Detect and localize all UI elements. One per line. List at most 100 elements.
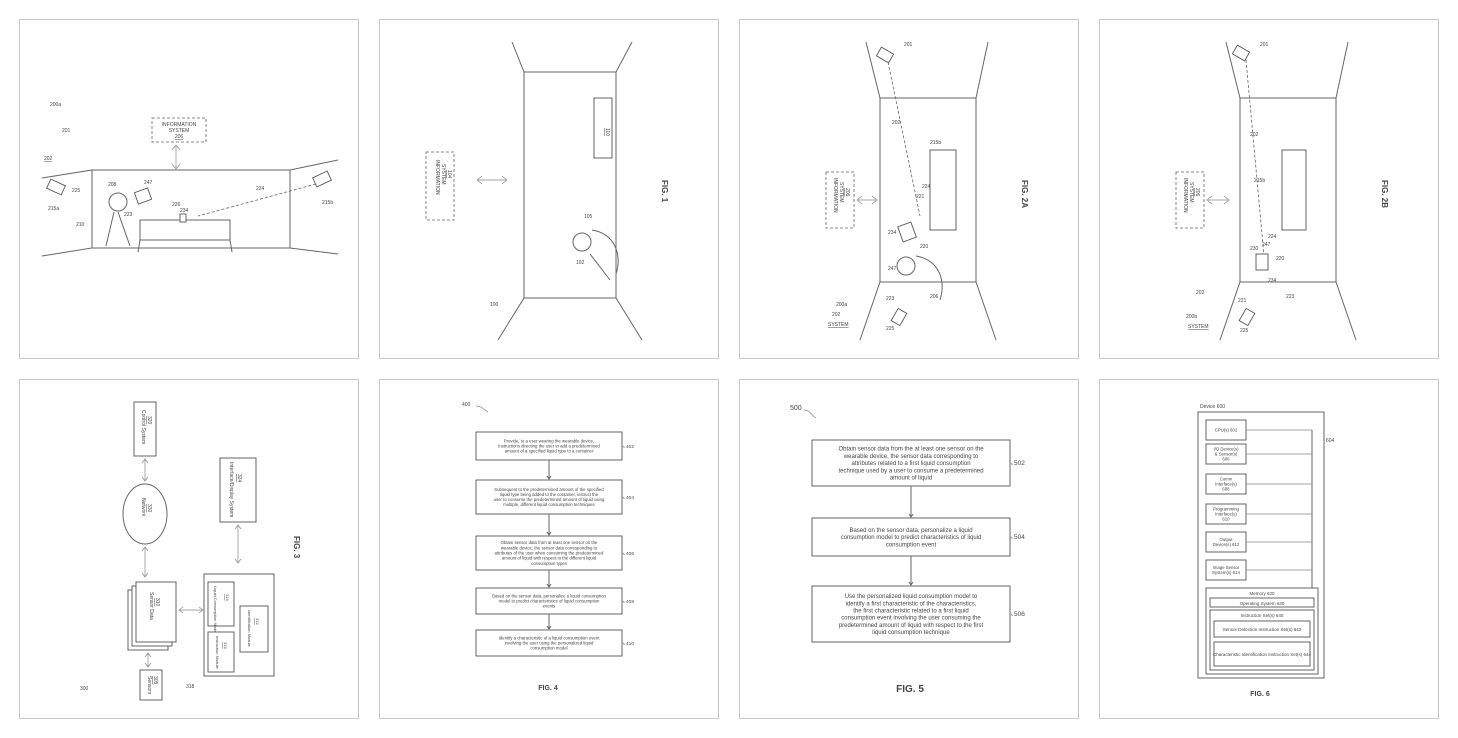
label-221: 215b: [930, 140, 941, 146]
person-body-shape: [915, 255, 943, 301]
figure-label: FIG. 6: [1250, 691, 1270, 698]
camera-right-icon: [312, 170, 332, 188]
liquid-model-label: Liquid Consumption Model: [213, 586, 218, 633]
sensors-box: [139, 669, 163, 701]
label-225: 225: [72, 188, 81, 194]
label-234: 224: [922, 184, 931, 190]
label-210: 223: [1286, 294, 1295, 300]
person-head-shape: [108, 192, 128, 212]
instruction-sets-label: Instruction Set(s) 640: [1241, 613, 1284, 618]
label-225: 223: [886, 296, 895, 302]
ref-label: 200a: [50, 102, 61, 108]
figure-label: FIG. 4: [538, 685, 558, 692]
thumbnail-fig-1[interactable]: 110 INFORMATION SYSTEM 104 105 102 100 F…: [379, 19, 719, 359]
label-221: 220: [1276, 256, 1285, 262]
bidirectional-arrow-icon: [171, 144, 181, 170]
label-223: 223: [124, 212, 133, 218]
label-220: 221: [916, 194, 925, 200]
info-label-1: INFORMATION: [832, 178, 838, 213]
flow-step-text: Subsequent to the predetermined amount o…: [494, 487, 605, 507]
room-back-wall: [523, 71, 617, 299]
camera-bottom-icon: [890, 307, 908, 327]
thumbnail-room-scene[interactable]: INFORMATION SYSTEM 206 200a 201 202 225 …: [19, 19, 359, 359]
characteristic-identification-label: Characteristic Identification Instructio…: [1213, 652, 1312, 657]
figure-label: FIG. 5: [896, 684, 924, 695]
liquid-model-ref: 314: [225, 594, 230, 601]
thumbnail-fig-3[interactable]: Control System 320 Network 330 Interface…: [19, 379, 359, 719]
bidirectional-arrow-icon: [856, 195, 878, 205]
camera-top-icon: [1231, 44, 1251, 62]
room-back-wall: [1239, 97, 1337, 283]
sensor-data-label: Sensor Data: [148, 592, 154, 620]
phone-shape: [897, 221, 917, 243]
flow-step-text: Identify a characteristic of a liquid co…: [499, 635, 601, 650]
figure-label: FIG. 2A: [1020, 180, 1029, 208]
identification-ref: 312: [255, 618, 260, 625]
flow-step-ref: 408: [626, 599, 634, 605]
sensors-ref: 305: [152, 676, 158, 685]
room-left-wall: [41, 169, 93, 257]
info-label-1: INFORMATION: [434, 160, 440, 195]
thumbnail-fig-2b[interactable]: INFORMATION SYSTEM 206 201 202 215b 224 …: [1099, 19, 1439, 359]
thumbnail-fig-5[interactable]: 500 Obtain sensor data from the at least…: [739, 379, 1079, 719]
label-215b: 201: [904, 42, 913, 48]
sensor-detection-label: Sensor Detection Instruction Set(s) 642: [1223, 627, 1302, 632]
label-210: 210: [76, 222, 85, 228]
room-top-edge: [511, 41, 633, 73]
room-ceiling-line: [92, 159, 339, 171]
info-label-1: INFORMATION: [1182, 178, 1188, 213]
information-system-box: [825, 171, 855, 229]
interface-display-box: [219, 457, 257, 523]
label-215a: 225: [1240, 328, 1249, 334]
person-body-shape: [105, 211, 131, 247]
cup-shape: [1255, 253, 1269, 271]
info-label-ref: 206: [175, 134, 184, 140]
label-225: 221: [1238, 298, 1247, 304]
bus-label: 604: [1326, 438, 1335, 444]
flow-step-ref: 410: [626, 641, 634, 647]
info-label-ref: 206: [1194, 188, 1200, 197]
interface-label: Interface/Display System: [228, 462, 234, 517]
information-system-box: [425, 151, 455, 221]
camera-top-icon: [875, 46, 895, 64]
ref-label: 200b: [1186, 314, 1197, 320]
label-110: 110: [604, 128, 610, 136]
thumbnail-fig-4[interactable]: 400 Provide, to a user wearing the weara…: [379, 379, 719, 719]
info-label-2: SYSTEM: [1188, 182, 1194, 203]
label-230: 224: [1268, 234, 1277, 240]
flow-step-box: [475, 629, 623, 657]
flow-step-box: [475, 587, 623, 615]
person-body-shape: [589, 229, 619, 281]
person-head-shape: [896, 256, 916, 276]
flow-step-text: Obtain sensor data from at least one sen…: [495, 540, 604, 566]
label-247: 247: [144, 180, 153, 186]
label-201: 202: [1196, 290, 1205, 296]
thumbnail-fig-2a[interactable]: INFORMATION SYSTEM 206 201 202 215b 224 …: [739, 19, 1079, 359]
interface-ref: 324: [236, 474, 242, 483]
flow-step-ref: 502: [1014, 460, 1025, 467]
label-215a: 225: [886, 326, 895, 332]
flow-step-text: Obtain sensor data from the at least one…: [838, 447, 984, 482]
sensor-data-box: [135, 581, 177, 643]
network-ref: 330: [146, 504, 152, 513]
cup-shape: [179, 213, 187, 223]
info-label-2: SYSTEM: [838, 182, 844, 203]
table-shape: [1281, 149, 1307, 231]
ref-label: 100: [490, 302, 499, 308]
room-bottom-edge: [497, 297, 643, 341]
flow-step-box: [475, 479, 623, 515]
label-234: 230: [1250, 246, 1259, 252]
os-box: [1209, 597, 1315, 608]
room-bottom-edge: [859, 281, 997, 341]
flow-step-box: [475, 535, 623, 571]
ref-label: 500: [790, 405, 802, 412]
figure-label: FIG. 2B: [1380, 180, 1389, 208]
information-system-box: [1175, 171, 1205, 229]
sensor-detection-box: [1213, 620, 1311, 638]
instruction-label: Instruction Module: [215, 636, 220, 669]
label-224: 202: [1250, 132, 1259, 138]
